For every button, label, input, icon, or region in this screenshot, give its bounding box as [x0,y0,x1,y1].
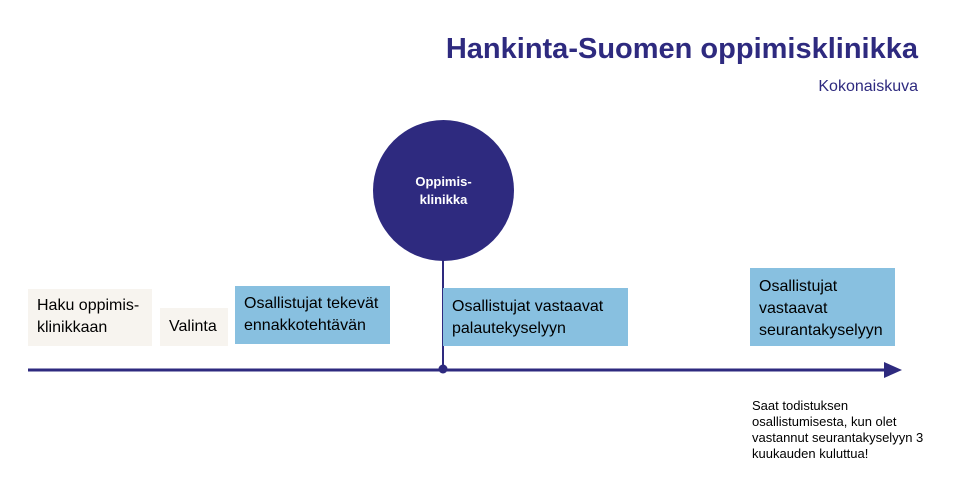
step-followup-survey: Osallistujat vastaavat seurantakyselyyn [750,268,895,346]
step-pre-assignment: Osallistujat tekevät ennakkotehtävän [235,286,390,344]
page-subtitle: Kokonaiskuva [818,78,918,95]
milestone-dot [438,364,448,374]
step-feedback-survey: Osallistujat vastaavat palautekyselyyn [443,288,628,346]
step-selection: Valinta [160,308,228,346]
certificate-note: Saat todistuksen osallistumisesta, kun o… [752,398,924,461]
page-title: Hankinta-Suomen oppimisklinikka [445,33,918,65]
circle-label: Oppimis-klinikka [415,173,472,207]
step-application: Haku oppimis-klinikkaan [28,289,152,346]
arrow-head-icon [884,362,902,378]
milestone-circle: Oppimis-klinikka [373,120,514,261]
